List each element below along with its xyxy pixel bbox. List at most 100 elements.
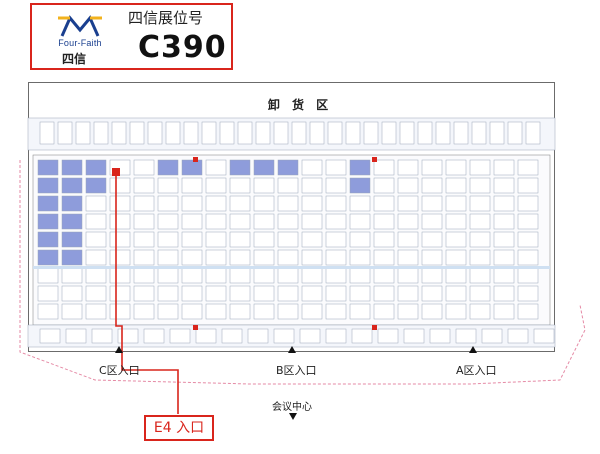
booth: [181, 231, 203, 248]
service-room: [435, 121, 451, 145]
booth: [349, 159, 371, 176]
booth: [349, 213, 371, 230]
booth: [445, 285, 467, 302]
service-room: [309, 121, 325, 145]
lower-room: [65, 328, 87, 344]
booth: [205, 249, 227, 266]
booth: [373, 231, 395, 248]
outer-path: [19, 160, 586, 385]
booth: [421, 267, 443, 284]
lower-room: [39, 328, 61, 344]
booth: [85, 177, 107, 194]
booth: [277, 213, 299, 230]
logo-chinese-text: 四信: [62, 52, 87, 66]
booth: [301, 267, 323, 284]
booth: [157, 213, 179, 230]
booth: [133, 195, 155, 212]
booth: [349, 285, 371, 302]
service-room: [417, 121, 433, 145]
booth: [157, 231, 179, 248]
booth: [37, 249, 59, 266]
lower-room: [507, 328, 529, 344]
booth: [277, 267, 299, 284]
service-room: [291, 121, 307, 145]
booth: [133, 213, 155, 230]
booth: [421, 195, 443, 212]
booth: [397, 267, 419, 284]
booth: [37, 231, 59, 248]
booth: [445, 195, 467, 212]
booth: [277, 231, 299, 248]
booth: [397, 195, 419, 212]
marker: [193, 325, 198, 330]
booth: [61, 267, 83, 284]
booth: [61, 231, 83, 248]
booth: [325, 195, 347, 212]
lower-room: [273, 328, 295, 344]
booth: [253, 285, 275, 302]
service-room: [93, 121, 109, 145]
booth: [181, 177, 203, 194]
booth: [229, 195, 251, 212]
booth: [373, 285, 395, 302]
booth: [205, 177, 227, 194]
lower-room: [195, 328, 217, 344]
service-room: [507, 121, 523, 145]
booth: [445, 177, 467, 194]
booth: [85, 267, 107, 284]
booth: [421, 303, 443, 320]
booth: [349, 195, 371, 212]
lower-room: [455, 328, 477, 344]
booth: [253, 159, 275, 176]
booth: [157, 267, 179, 284]
booth: [157, 195, 179, 212]
booth: [397, 249, 419, 266]
booth: [133, 231, 155, 248]
booth: [277, 177, 299, 194]
booth: [421, 159, 443, 176]
lower-room: [533, 328, 555, 344]
lower-room: [247, 328, 269, 344]
entrance-e4-label: E4 入口: [144, 415, 214, 441]
booth: [109, 177, 131, 194]
booth: [493, 231, 515, 248]
booth: [469, 159, 491, 176]
booth: [517, 303, 539, 320]
entrance-b-label: B区入口: [276, 364, 317, 377]
lower-room: [481, 328, 503, 344]
booth: [157, 285, 179, 302]
booth: [517, 177, 539, 194]
service-room: [147, 121, 163, 145]
booth: [301, 159, 323, 176]
conference-arrow-icon: [289, 413, 297, 420]
booth: [109, 249, 131, 266]
service-room: [471, 121, 487, 145]
booth: [517, 285, 539, 302]
booth: [253, 231, 275, 248]
booth: [397, 285, 419, 302]
booth: [181, 267, 203, 284]
booth: [301, 285, 323, 302]
booth: [469, 303, 491, 320]
booth: [277, 285, 299, 302]
booth: [109, 285, 131, 302]
booth: [133, 267, 155, 284]
booth: [373, 249, 395, 266]
booth: [325, 249, 347, 266]
booth: [205, 195, 227, 212]
service-room: [381, 121, 397, 145]
booth: [133, 285, 155, 302]
booth: [229, 177, 251, 194]
service-room: [183, 121, 199, 145]
lower-room: [299, 328, 321, 344]
booth: [133, 303, 155, 320]
booth: [37, 177, 59, 194]
service-room: [111, 121, 127, 145]
booth: [277, 249, 299, 266]
booth: [373, 303, 395, 320]
service-room: [39, 121, 55, 145]
booth: [373, 159, 395, 176]
booth: [493, 267, 515, 284]
booth: [349, 231, 371, 248]
booth: [229, 285, 251, 302]
